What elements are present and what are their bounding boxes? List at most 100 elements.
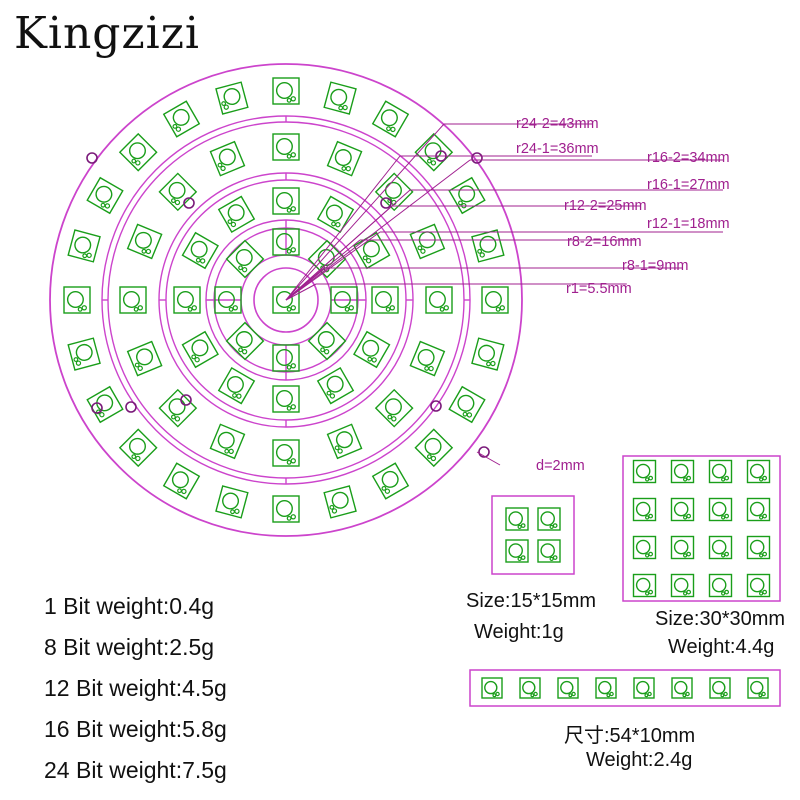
led-pad-outline xyxy=(214,286,242,314)
led-pad-dot xyxy=(331,221,336,227)
led-pad-circle xyxy=(235,331,253,349)
led-pad-dot xyxy=(133,306,139,312)
led-pad-outline xyxy=(215,81,249,115)
led-pad-outline xyxy=(67,337,101,371)
led-pad-outline xyxy=(217,195,256,233)
led-pad-circle xyxy=(168,398,186,416)
led-pad-outline xyxy=(471,337,505,371)
led-pad-circle xyxy=(711,501,727,517)
led-pad-outline xyxy=(86,176,124,215)
led-pad-dot xyxy=(236,393,242,399)
brand-logo: Kingzizi xyxy=(14,8,200,59)
mounting-hole-icon xyxy=(180,394,192,406)
led-pad-outline xyxy=(708,573,733,598)
led-pad-dot xyxy=(552,523,558,528)
led-pad-dot xyxy=(135,160,141,166)
led-pad-icon xyxy=(746,535,771,560)
led-pad-outline xyxy=(209,140,246,177)
led-pad-dot xyxy=(75,360,82,366)
led-pad-dot xyxy=(104,203,111,209)
led-pad-circle xyxy=(235,249,253,267)
ring-outline-8 xyxy=(49,63,523,537)
led-pad-dot xyxy=(137,365,143,371)
led-pad-dot xyxy=(391,199,397,206)
led-pad-circle xyxy=(749,501,765,517)
led-pad-dot xyxy=(320,347,326,353)
led-pad-dot xyxy=(477,248,483,254)
mounting-hole-icon xyxy=(380,197,392,209)
led-pad-dot xyxy=(73,357,79,362)
led-pad-circle xyxy=(673,539,689,555)
led-pad-circle xyxy=(122,290,140,308)
led-pad-dot xyxy=(686,551,692,557)
led-pad-outline xyxy=(272,133,300,161)
led-pad-circle xyxy=(335,431,353,449)
led-pad-circle xyxy=(275,232,293,250)
led-pad-icon xyxy=(272,344,300,372)
led-pad-icon xyxy=(746,573,771,598)
square-2x2-size: Size:15*15mm xyxy=(466,590,597,612)
ring-r24-leds xyxy=(63,77,509,523)
led-pad-outline xyxy=(316,195,355,233)
led-pad-icon xyxy=(272,495,300,523)
led-pad-dot xyxy=(499,305,505,311)
led-pad-dot xyxy=(479,252,485,258)
led-pad-outline xyxy=(746,573,771,598)
led-pad-dot xyxy=(458,200,463,206)
dimension-label: r12-2=25mm xyxy=(564,198,647,214)
led-pad-dot xyxy=(758,515,764,520)
led-pad-outline xyxy=(316,367,355,405)
led-pad-icon xyxy=(215,485,249,519)
led-pad-icon xyxy=(374,388,414,428)
dimension-label: r1=5.5mm xyxy=(566,281,632,297)
led-pad-dot xyxy=(286,248,292,254)
led-pad-icon xyxy=(330,286,358,314)
led-pad-circle xyxy=(331,491,349,509)
led-pad-outline xyxy=(371,286,399,314)
led-pad-outline xyxy=(425,286,453,314)
led-pad-icon xyxy=(448,385,486,424)
led-pad-dot xyxy=(486,361,491,367)
led-pad-circle xyxy=(334,149,352,167)
led-pad-dot xyxy=(720,477,726,482)
led-pad-dot xyxy=(230,509,235,515)
led-pad-dot xyxy=(286,405,292,411)
led-pad-dot xyxy=(230,221,237,228)
led-pad-icon xyxy=(471,337,505,371)
led-pad-dot xyxy=(430,160,437,166)
led-pad-icon xyxy=(86,176,124,215)
led-pad-outline xyxy=(272,286,300,314)
led-pad-outline xyxy=(371,462,410,500)
led-pad-dot xyxy=(323,348,330,355)
mounting-hole-icon xyxy=(430,400,442,412)
ring-r12-leds xyxy=(173,187,399,413)
led-pad-icon xyxy=(214,286,242,314)
mounting-hole-icon xyxy=(86,152,98,164)
led-pad-icon xyxy=(272,228,300,256)
led-pad-dot xyxy=(286,459,292,465)
led-pad-outline xyxy=(353,330,391,369)
led-pad-icon xyxy=(481,677,503,699)
led-pad-outline xyxy=(708,535,733,560)
led-pad-circle xyxy=(172,108,190,126)
led-pad-dot xyxy=(221,101,227,106)
led-pad-dot xyxy=(685,691,690,697)
led-pad-dot xyxy=(290,96,296,102)
led-pad-icon xyxy=(225,321,265,361)
led-pad-circle xyxy=(381,470,399,488)
led-pad-outline xyxy=(374,172,414,212)
led-pad-icon xyxy=(519,677,541,699)
led-pad-outline xyxy=(162,462,201,500)
led-pad-outline xyxy=(632,535,657,560)
led-pad-circle xyxy=(673,577,689,593)
led-pad-outline xyxy=(471,229,505,263)
led-pad-outline xyxy=(126,340,163,377)
led-pad-dot xyxy=(334,445,340,451)
led-pad-icon xyxy=(708,459,733,484)
led-pad-icon xyxy=(537,507,561,531)
led-pad-icon xyxy=(371,286,399,314)
led-pad-circle xyxy=(673,501,689,517)
mounting-hole-icon xyxy=(478,446,490,458)
led-pad-icon xyxy=(209,140,246,177)
led-pad-circle xyxy=(711,577,727,593)
